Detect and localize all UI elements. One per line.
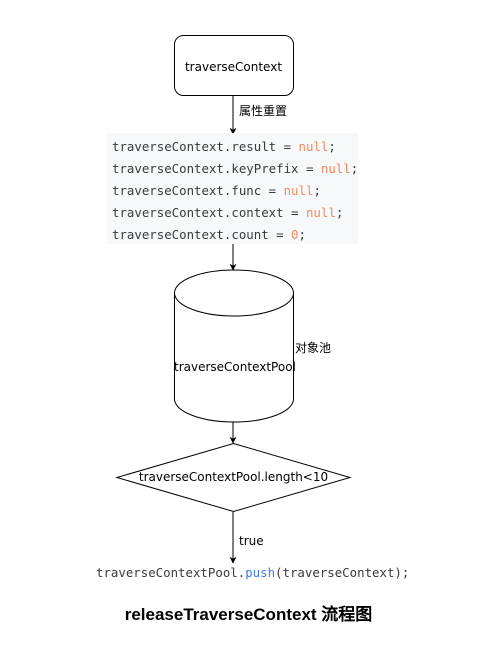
condition-node-label: traverseContextPool.length<10 [138,470,329,484]
push-code-line: traverseContextPool.push(traverseContext… [96,565,410,580]
edge-reset-label: 属性重置 [239,104,288,118]
reset-code-block: traverseContext.result = null; traverseC… [107,133,358,244]
code-line: traverseContext.context = null; [112,205,344,220]
pool-side-label: 对象池 [295,341,332,355]
start-node-label: traverseContext [184,60,283,74]
pool-node-label: traverseContextPool [174,360,296,374]
code-line: traverseContext.func = null; [112,183,321,198]
code-line: traverseContext.keyPrefix = null; [112,161,359,176]
diagram-caption: releaseTraverseContext 流程图 [124,605,373,624]
condition-node-diamond [115,442,352,513]
pool-node-cylinder [174,269,294,423]
start-node-box [174,35,294,96]
code-line: traverseContext.count = 0; [112,227,306,242]
edge-true-label: true [239,534,264,548]
code-line: traverseContext.result = null; [112,139,336,154]
